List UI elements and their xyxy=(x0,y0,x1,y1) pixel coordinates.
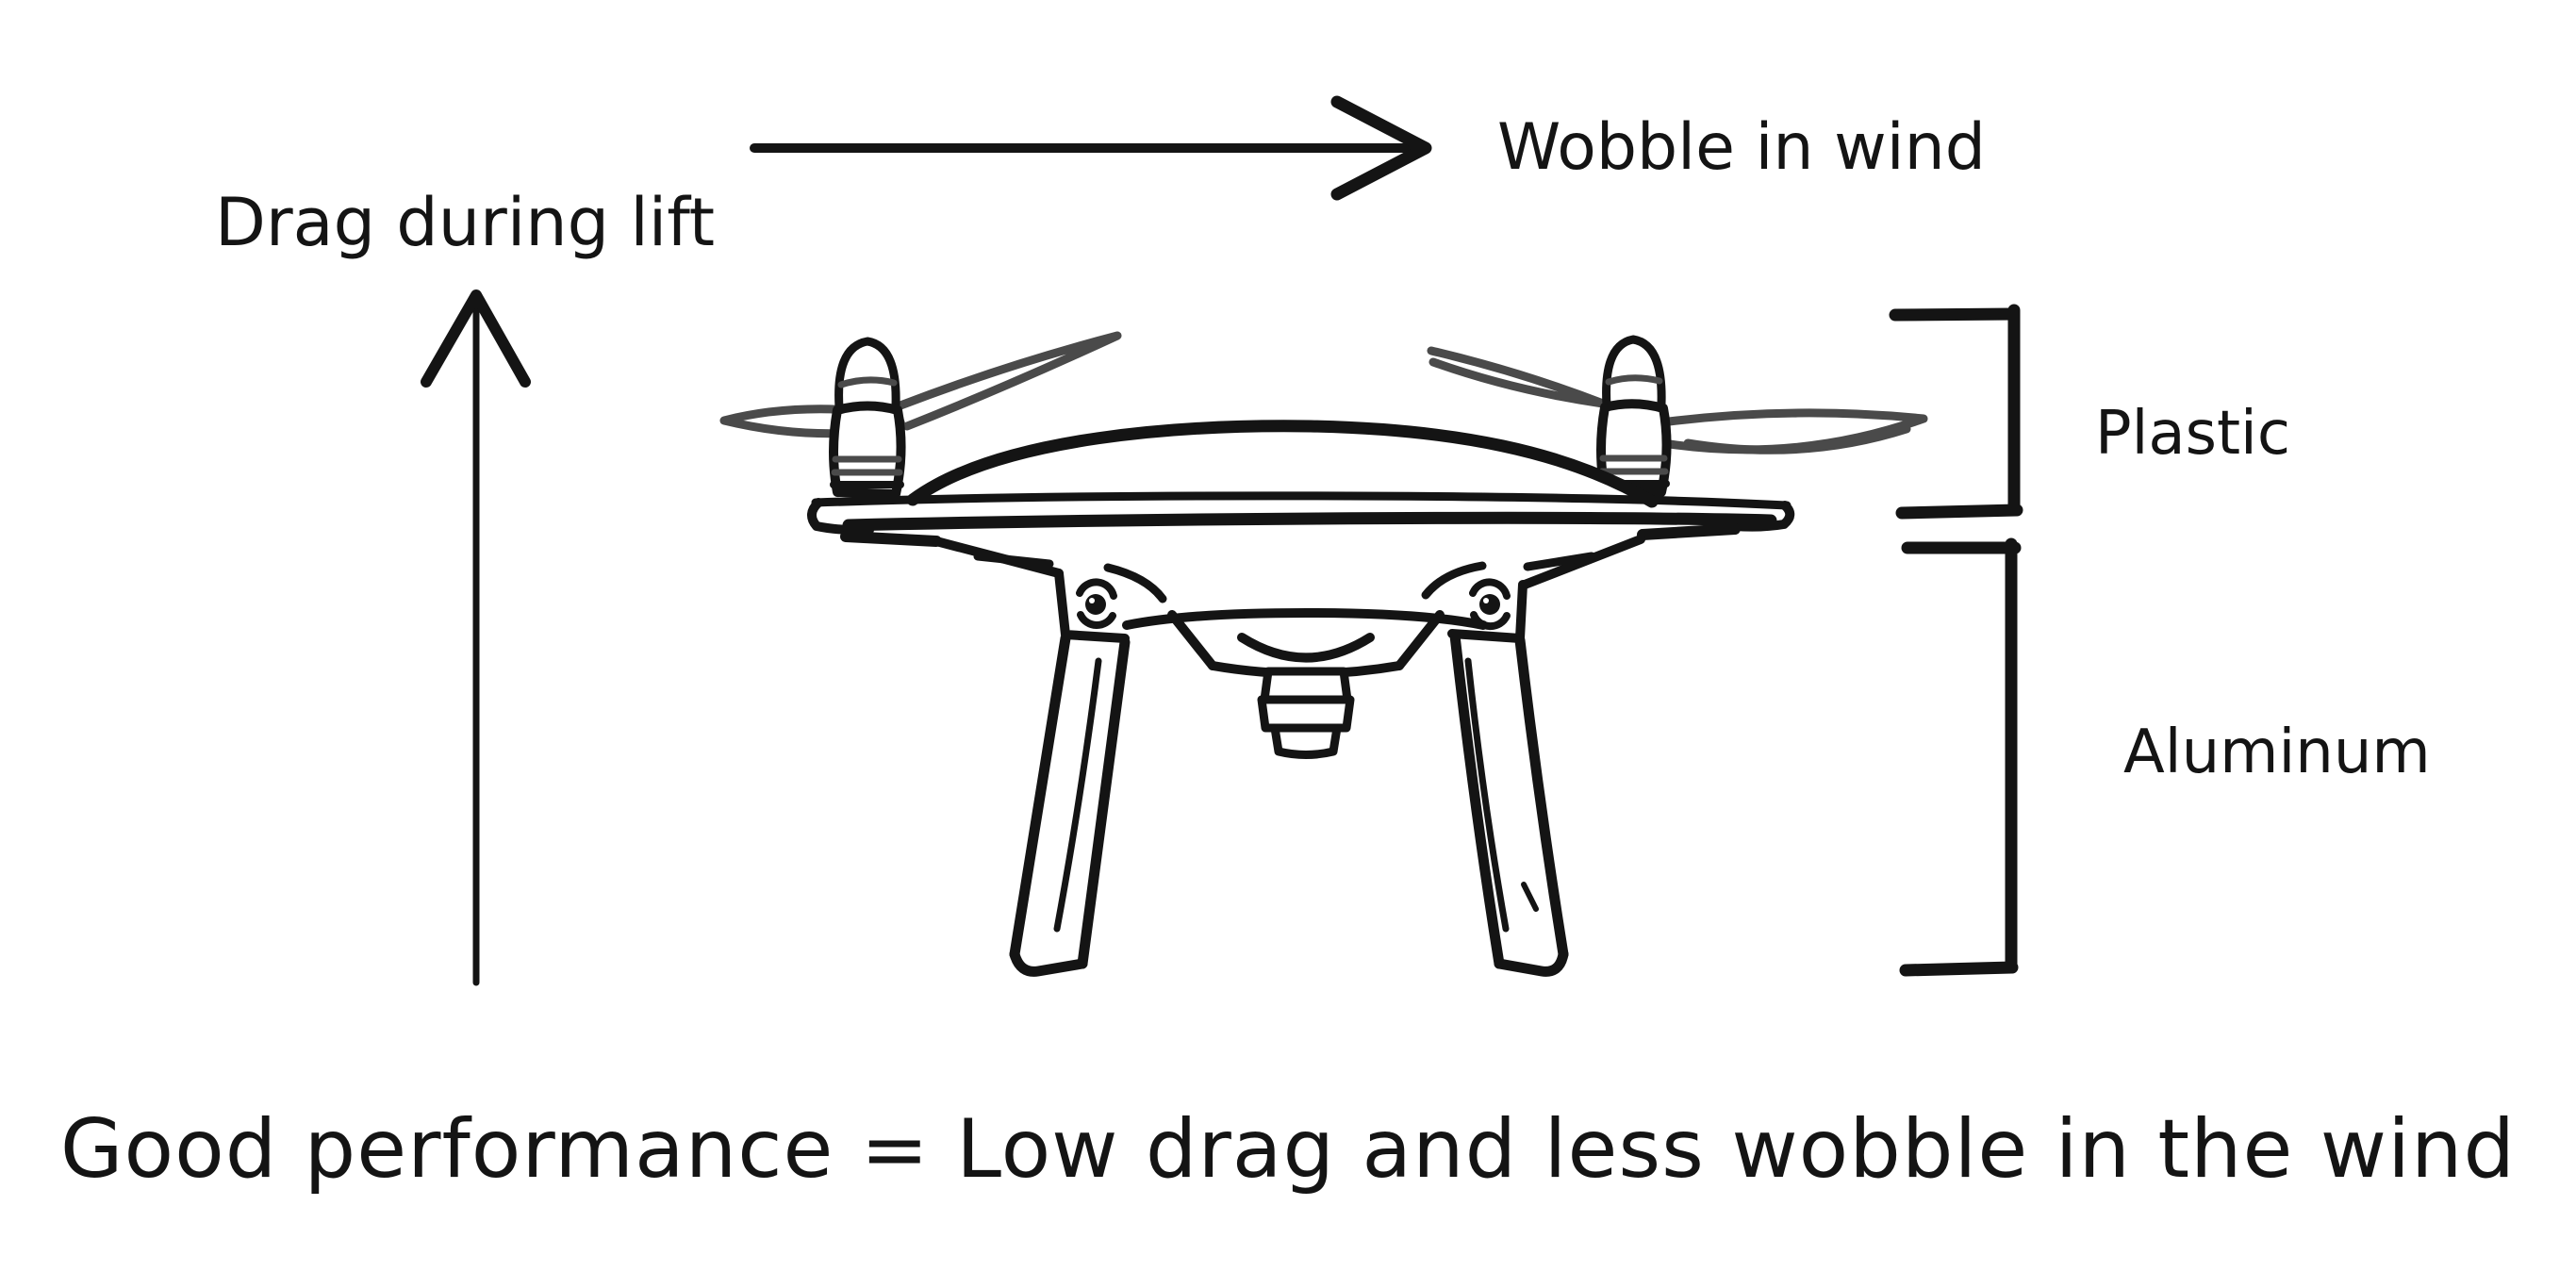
y-axis-label: Drag during lift xyxy=(215,184,716,261)
landing-leg-right xyxy=(1449,630,1569,977)
landing-leg-left xyxy=(1009,633,1131,977)
plastic-label: Plastic xyxy=(2095,399,2290,469)
plastic-bracket xyxy=(1889,304,2023,520)
camera-gimbal xyxy=(1122,608,1488,759)
caption-text: Good performance = Low drag and less wob… xyxy=(59,1102,2517,1197)
right-arrow-icon xyxy=(750,95,1432,201)
x-axis-label: Wobble in wind xyxy=(1497,110,1986,185)
propeller-left xyxy=(719,331,1122,438)
left-eye-icon xyxy=(1085,594,1106,615)
up-arrow-icon xyxy=(421,289,531,986)
aluminum-bracket xyxy=(1899,537,2022,977)
drone-body-shelf xyxy=(807,491,1795,589)
aluminum-label: Aluminum xyxy=(2123,718,2431,787)
right-eye-icon xyxy=(1479,594,1500,615)
motor-left xyxy=(829,337,906,499)
drone-illustration xyxy=(719,331,1928,977)
propeller-right xyxy=(1427,346,1928,454)
drone-canopy xyxy=(906,420,1659,508)
motor-right xyxy=(1596,335,1672,497)
